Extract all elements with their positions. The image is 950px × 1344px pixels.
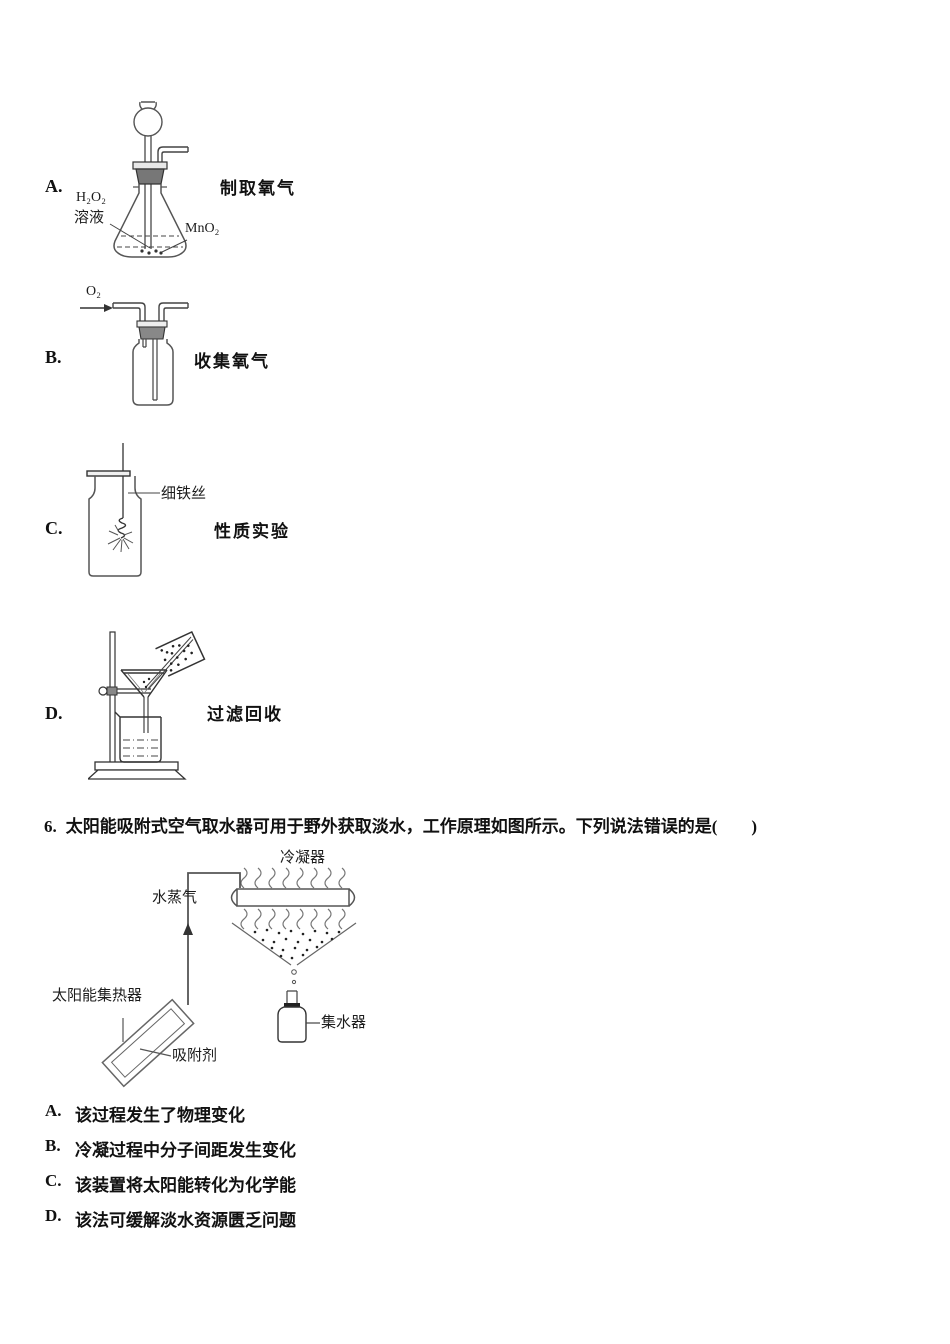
- choice-d-text: 该法可缓解淡水资源匮乏问题: [75, 1211, 296, 1230]
- diagram-c-property-experiment: [86, 443, 160, 577]
- label-solar-collector: 太阳能集热器: [52, 988, 143, 1004]
- choice-d: D. 该法可缓解淡水资源匮乏问题: [45, 1206, 296, 1231]
- stopper-icon: [136, 320, 168, 340]
- bottle-lid-icon: [86, 470, 131, 477]
- choice-d-letter: D.: [45, 1206, 62, 1225]
- choice-a-text: 该过程发生了物理变化: [75, 1106, 245, 1125]
- wide-mouth-bottle-icon: [88, 476, 142, 577]
- water-drop-2: [291, 979, 297, 985]
- diagram-b-title: 收集氧气: [194, 352, 270, 371]
- diagram-d-title: 过滤回收: [207, 705, 283, 724]
- label-solution: 溶液: [74, 210, 105, 226]
- diagram-a-title: 制取氧气: [220, 179, 296, 198]
- up-arrow-icon: [183, 923, 193, 935]
- choice-c: C. 该装置将太阳能转化为化学能: [45, 1171, 296, 1196]
- collection-funnel-icon: [231, 922, 357, 985]
- diagram-a-oxygen-generation: [109, 101, 189, 258]
- pouring-beaker-icon: [155, 630, 206, 677]
- option-b-letter: B.: [45, 347, 62, 367]
- water-drop-1: [291, 969, 297, 975]
- option-a-letter: A.: [45, 176, 63, 196]
- liquid-level-lines: [117, 235, 183, 248]
- label-water-collector: 集水器: [321, 1015, 367, 1031]
- solar-collector-icon: [101, 998, 195, 1088]
- vapor-squiggles-below: [240, 908, 346, 930]
- choice-b-letter: B.: [45, 1136, 61, 1155]
- diagram-d-filtration: [88, 630, 206, 780]
- label-mno2: MnO₂: [185, 221, 220, 236]
- receiving-beaker-icon: [114, 711, 162, 763]
- vapor-squiggles-above: [240, 867, 346, 889]
- delivery-tube-icon: [157, 146, 189, 162]
- option-c-letter: C.: [45, 518, 63, 538]
- separating-funnel-icon: [133, 101, 163, 249]
- erlenmeyer-flask-icon: [113, 184, 187, 258]
- vapor-pipe-icon: [183, 872, 241, 1005]
- label-adsorbent: 吸附剂: [172, 1048, 218, 1064]
- residue-dots: [142, 677, 151, 689]
- choice-a: A. 该过程发生了物理变化: [45, 1101, 245, 1126]
- stopper-icon: [132, 161, 168, 185]
- condenser-icon: [230, 888, 356, 907]
- label-water-vapor: 水蒸气: [152, 890, 198, 906]
- ring-stand-icon: [88, 631, 187, 780]
- question-6-line: 6. 太阳能吸附式空气取水器可用于野外获取淡水，工作原理如图所示。下列说法错误的是…: [44, 812, 757, 837]
- droplet-dots: [253, 928, 341, 960]
- choice-b-text: 冷凝过程中分子间距发生变化: [75, 1141, 296, 1160]
- label-h2o2: H₂O₂: [76, 190, 106, 205]
- label-o2: O₂: [86, 284, 101, 299]
- catalyst-dots: [140, 249, 163, 255]
- choice-b: B. 冷凝过程中分子间距发生变化: [45, 1136, 296, 1161]
- choice-c-text: 该装置将太阳能转化为化学能: [75, 1176, 296, 1195]
- solid-particles-dots: [160, 644, 193, 672]
- option-d-letter: D.: [45, 703, 63, 723]
- label-pointer-lines: [109, 223, 188, 253]
- diagram-c-title: 性质实验: [214, 522, 290, 541]
- choice-c-letter: C.: [45, 1171, 62, 1190]
- inner-tubes-icon: [142, 339, 158, 401]
- glass-rod-icon: [145, 636, 194, 690]
- adsorbent-pointer-line: [139, 1048, 172, 1057]
- inlet-outlet-tubes-icon: [112, 302, 189, 323]
- label-iron-wire: 细铁丝: [161, 486, 207, 502]
- gas-bottle-icon: [132, 339, 174, 406]
- question-6-text: 太阳能吸附式空气取水器可用于野外获取淡水，工作原理如图所示。下列说法错误的是( …: [65, 817, 758, 836]
- choice-a-letter: A.: [45, 1101, 62, 1120]
- diagram-q6-water-harvester: [101, 867, 357, 1088]
- funnel-icon: [120, 669, 168, 733]
- diagram-b-gas-collection: [80, 302, 189, 406]
- spark-rays-icon: [107, 524, 134, 553]
- gas-flow-arrow-icon: [80, 304, 113, 312]
- water-bottle-icon: [277, 990, 307, 1043]
- wire-coil-icon: [117, 517, 127, 539]
- question-6-number: 6.: [44, 817, 57, 836]
- label-condenser: 冷凝器: [280, 850, 326, 866]
- filtrate-level-lines: [123, 739, 158, 757]
